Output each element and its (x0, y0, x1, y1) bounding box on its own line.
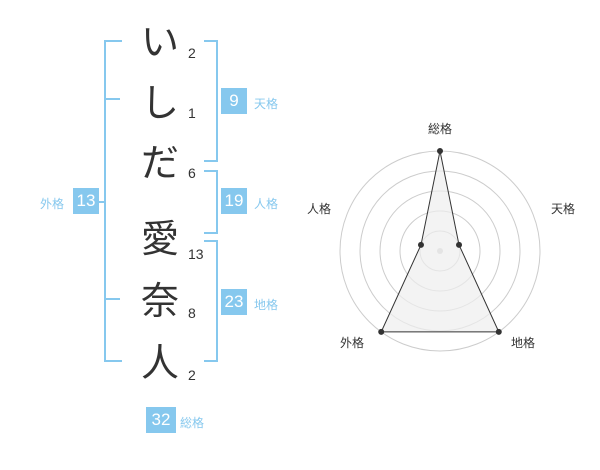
gaikaku-value: 13 (73, 188, 99, 214)
name-char-2: し (140, 81, 179, 125)
tenkaku-label: 天格 (254, 97, 279, 111)
stroke-count-5: 8 (188, 305, 196, 321)
radar-axis-label-chikaku: 地格 (511, 336, 536, 350)
jinkaku-bracket (204, 170, 218, 234)
stroke-count-2: 1 (188, 105, 196, 121)
chikaku-value: 23 (221, 289, 247, 315)
name-char-1: い (140, 20, 179, 64)
radar-axis-label-jinkaku: 人格 (307, 202, 332, 216)
tenkaku-bracket (204, 40, 218, 162)
radar-axis-label-tenkaku: 天格 (551, 202, 576, 216)
chikaku-bracket (204, 240, 218, 362)
chikaku-label: 地格 (254, 298, 279, 312)
radar-axis-label-gaikaku: 外格 (340, 336, 365, 350)
stroke-count-3: 6 (188, 165, 196, 181)
gaikaku-bracket (104, 40, 122, 362)
stroke-count-1: 2 (188, 45, 196, 61)
radar-point-1 (437, 148, 443, 154)
name-char-5: 奈 (140, 279, 179, 323)
radar-polygon (380, 150, 500, 333)
stroke-count-4: 13 (188, 246, 204, 262)
bracket-tick (104, 298, 120, 300)
soukaku-label: 総格 (180, 416, 205, 430)
name-char-3: だ (140, 141, 179, 185)
radar-point-3 (495, 328, 502, 335)
name-char-4: 愛 (140, 217, 179, 261)
stroke-count-6: 2 (188, 367, 196, 383)
name-char-6: 人 (140, 341, 179, 385)
jinkaku-label: 人格 (254, 197, 279, 211)
radar-point-5 (417, 241, 424, 248)
bracket-tick (104, 98, 120, 100)
gaikaku-label: 外格 (40, 197, 65, 211)
soukaku-value: 32 (146, 407, 176, 433)
radar-axis-label-soukaku: 総格 (428, 122, 453, 136)
tenkaku-value: 9 (221, 88, 247, 114)
radar-point-2 (456, 241, 463, 248)
jinkaku-value: 19 (221, 188, 247, 214)
radar-point-4 (378, 328, 385, 335)
